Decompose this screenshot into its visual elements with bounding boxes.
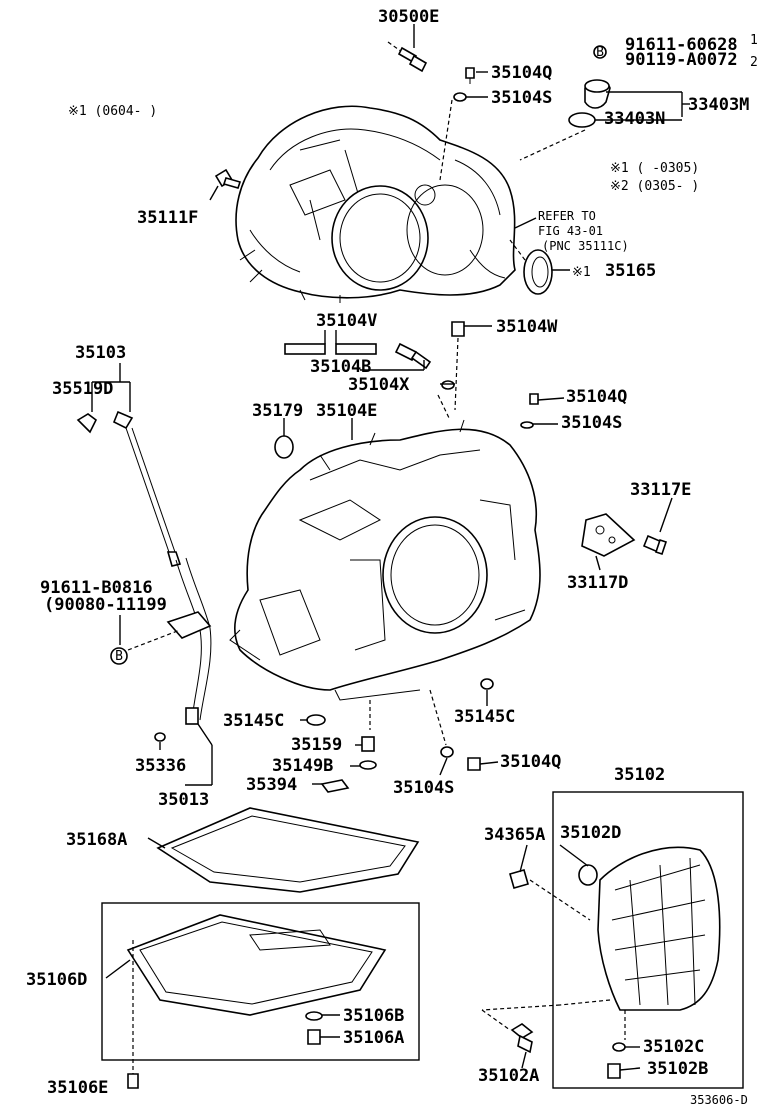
oil-seal-35165-drawing (523, 249, 553, 295)
label-35013: 35013 (158, 790, 209, 810)
bracket-33117D-drawing (581, 513, 668, 557)
leader-lines (91, 24, 690, 1071)
label-35106E: 35106E (47, 1078, 108, 1098)
label-35102B: 35102B (647, 1059, 708, 1079)
label-35104Q-low: 35104Q (500, 752, 561, 772)
converter-housing-drawing (235, 105, 516, 303)
label-33117D: 33117D (567, 573, 628, 593)
label-30500E: 30500E (378, 7, 439, 27)
label-35104E: 35104E (316, 401, 377, 421)
label-35145C-right: 35145C (454, 707, 515, 727)
label-35103: 35103 (75, 343, 126, 363)
label-35102D: 35102D (560, 823, 621, 843)
label-90119-A0072: 90119-A0072 (625, 50, 738, 70)
mark-35165: ※1 (572, 265, 591, 280)
refer-line-1: REFER TO (538, 209, 596, 223)
clip-35336-drawing (154, 732, 166, 742)
label-35145C-left: 35145C (223, 711, 284, 731)
transaxle-case-drawing (229, 419, 541, 701)
label-35102C: 35102C (643, 1037, 704, 1057)
label-35519D: 35519D (52, 379, 113, 399)
cap-35179-drawing (274, 435, 294, 459)
bolt-35111F-drawing (209, 168, 242, 201)
note-1-right: ※1 ( -0305) (610, 161, 699, 176)
note-2-right: ※2 (0305- ) (610, 179, 699, 194)
label-34365A: 34365A (484, 825, 545, 845)
label-35104S-mid: 35104S (561, 413, 622, 433)
refer-line-3: (PNC 35111C) (542, 239, 629, 253)
label-35104B: 35104B (310, 357, 371, 377)
bolt-30500E-drawing (387, 41, 428, 73)
label-35104V: 35104V (316, 311, 377, 331)
part-34365A-drawing (509, 869, 534, 1054)
oil-pan-box (101, 902, 420, 1061)
housing-35102-drawing (578, 846, 721, 1079)
circle-b-left-mark (110, 647, 128, 665)
circle-b-top: B (596, 45, 604, 60)
label-35106A: 35106A (343, 1028, 404, 1048)
label-91611-B0816: 91611-B0816 (40, 578, 153, 598)
circle-b-left: B (115, 649, 123, 664)
label-35104S-low: 35104S (393, 778, 454, 798)
refer-line-2: FIG 43-01 (538, 224, 603, 238)
label-35104W: 35104W (496, 317, 558, 337)
label-35102A: 35102A (478, 1066, 539, 1086)
label-35179: 35179 (252, 401, 303, 421)
bolt-35106E-drawing (127, 940, 139, 1089)
label-35165: 35165 (605, 261, 656, 281)
label-35102: 35102 (614, 765, 665, 785)
label-35394: 35394 (246, 775, 297, 795)
label-35168A: 35168A (66, 830, 127, 850)
label-35159: 35159 (291, 735, 342, 755)
sup-1: 1 (750, 33, 758, 48)
note-1-top: ※1 (0604- ) (68, 104, 157, 119)
label-35106B: 35106B (343, 1006, 404, 1026)
tube-35013-drawing (166, 557, 212, 725)
pins-group-drawing (284, 321, 539, 429)
label-33403N: 33403N (604, 109, 665, 129)
label-90080-11199: (90080-11199 (44, 595, 167, 615)
label-33117E: 33117E (630, 480, 691, 500)
label-35104Q-mid: 35104Q (566, 387, 627, 407)
label-33403M: 33403M (688, 95, 749, 115)
label-35104Q-top: 35104Q (491, 63, 552, 83)
label-35104X: 35104X (348, 375, 410, 395)
figure-id: 353606-D (690, 1093, 748, 1107)
housing-35102-box (552, 791, 744, 1089)
label-35111F: 35111F (137, 208, 198, 228)
sup-2: 2 (750, 55, 758, 70)
dipstick-35103-drawing (76, 410, 182, 567)
label-35336: 35336 (135, 756, 186, 776)
small-parts-top-right (453, 45, 611, 128)
label-35149B: 35149B (272, 756, 333, 776)
label-35104S-top: 35104S (491, 88, 552, 108)
label-91611-60628: 91611-60628 (625, 35, 738, 55)
label-35106D: 35106D (26, 970, 87, 990)
pan-gasket-35168A-drawing (156, 807, 420, 893)
oil-pan-35106D-drawing (126, 914, 387, 1045)
